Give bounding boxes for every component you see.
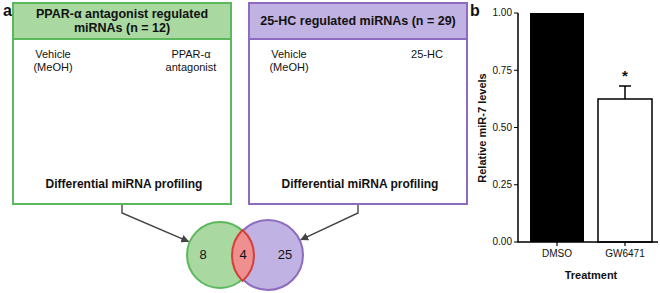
tick-label: 0.50 xyxy=(493,122,512,134)
tick-label: 0.75 xyxy=(493,65,512,77)
panel-box: Vehicle (MeOH) 25-HC Differential miRNA pr… xyxy=(248,40,468,205)
treatment-label: Vehicle (MeOH) xyxy=(256,48,322,73)
header-band: 25-HC regulated miRNAs (n = 29) xyxy=(248,2,468,40)
step-label: Differential miRNA profiling xyxy=(14,178,234,192)
significance-mark: * xyxy=(622,67,628,84)
connector-arrow xyxy=(301,205,358,240)
step-label: Differential miRNA profiling xyxy=(250,178,470,192)
header-text: PPAR-α antagonist regulated miRNAs (n = … xyxy=(19,7,225,36)
treatment-label: 25-HC xyxy=(390,48,464,61)
connector-arrow xyxy=(122,205,189,242)
treatment-label: Vehicle (MeOH) xyxy=(20,48,86,73)
axis-title: Relative miR-7 levels xyxy=(476,73,489,182)
treatment-label: PPAR-α antagonist xyxy=(154,48,228,73)
tick-label: 0.00 xyxy=(493,236,512,248)
count-number: 25 xyxy=(278,248,292,263)
tick-label: 0.25 xyxy=(493,179,512,191)
circle-outline xyxy=(233,220,303,290)
bar-chart xyxy=(514,13,658,246)
panel-box: Vehicle (MeOH) PPAR-α antagonistDifferent… xyxy=(12,40,232,205)
axis-title: Treatment xyxy=(565,269,618,282)
panel-letter: a xyxy=(3,2,12,20)
bar xyxy=(530,13,584,242)
bar xyxy=(598,99,652,242)
error-bar xyxy=(619,86,631,99)
panel-letter: b xyxy=(470,2,480,20)
tick-label: 1.00 xyxy=(493,7,512,19)
count-number: 4 xyxy=(239,248,246,263)
circle-outline xyxy=(187,222,253,288)
axis-line xyxy=(518,13,658,242)
axis-ticks xyxy=(514,13,625,246)
header-text: 25-HC regulated miRNAs (n = 29) xyxy=(255,14,461,28)
count-number: 8 xyxy=(199,248,206,263)
category-label: GW6471 xyxy=(605,248,644,260)
header-band: PPAR-α antagonist regulated miRNAs (n = … xyxy=(12,2,232,40)
venn-overlap: 4 xyxy=(232,230,254,281)
category-label: DMSO xyxy=(542,248,572,260)
